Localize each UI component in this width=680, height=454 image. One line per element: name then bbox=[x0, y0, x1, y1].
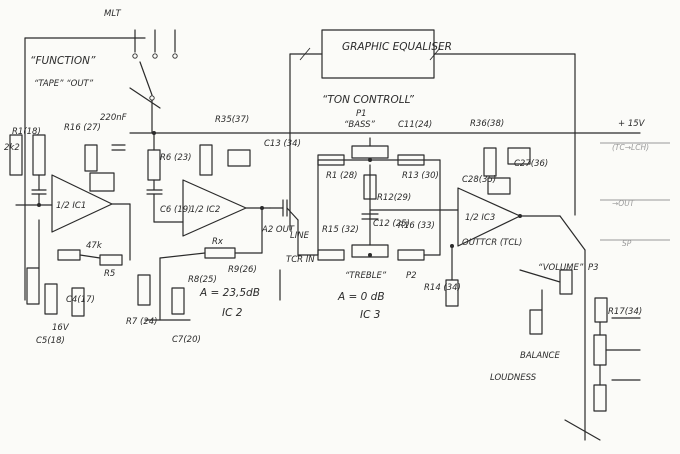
r7-label: R7 (24) bbox=[126, 317, 157, 327]
resistor-r5 bbox=[99, 254, 123, 266]
resistor-r1 bbox=[32, 134, 46, 176]
c5-label: C5(18) bbox=[36, 336, 65, 346]
resistor-left-low bbox=[26, 267, 40, 305]
r1-left-label: R1(18) bbox=[12, 127, 41, 137]
input-selector-switch[interactable] bbox=[132, 29, 178, 59]
p2-label: P2 bbox=[406, 271, 417, 281]
c13-label: C13 (34) bbox=[264, 139, 301, 149]
p3-label: P3 bbox=[588, 263, 599, 273]
ic2-opamp: 1/2 IC2 bbox=[182, 179, 247, 237]
c11-label: C11(24) bbox=[398, 120, 432, 130]
pot-balance[interactable] bbox=[593, 334, 607, 366]
ic2-gain-label: A = 23,5dB bbox=[199, 287, 260, 299]
cap-c11 bbox=[89, 172, 115, 192]
r14-label: R14 (34) bbox=[424, 283, 461, 293]
ic2-name-label: IC 2 bbox=[222, 307, 243, 319]
function-switch[interactable] bbox=[129, 61, 161, 134]
graphic-equaliser-block bbox=[321, 29, 435, 79]
r15-label: R15 (32) bbox=[322, 225, 359, 235]
resistor-6k8-top-right bbox=[397, 154, 425, 166]
r1-label: R1 (28) bbox=[326, 171, 357, 181]
resistor-6k8-bottom-right bbox=[397, 249, 425, 261]
balance-label: BALANCE bbox=[520, 351, 560, 361]
cap-c4 bbox=[71, 287, 85, 317]
pot-p3-volume[interactable] bbox=[559, 269, 573, 295]
graphic-equaliser-label: GRAPHIC EQUALISER bbox=[342, 41, 452, 53]
bass-label: “BASS” bbox=[344, 120, 376, 130]
resistor-r7 bbox=[137, 274, 151, 306]
resistor-r2 bbox=[9, 134, 23, 176]
resistor-rx bbox=[204, 247, 236, 259]
rx-label: Rx bbox=[212, 237, 224, 247]
resistor-r36 bbox=[483, 147, 497, 177]
cap-c27 bbox=[507, 147, 531, 165]
r17-label: R17(34) bbox=[608, 307, 642, 317]
r47k-label: 47k bbox=[86, 241, 103, 251]
resistor-47k bbox=[57, 249, 81, 261]
tcr-out-label: OUTTCR (TCL) bbox=[462, 238, 522, 248]
supply-voltage-label: + 15V bbox=[618, 119, 646, 129]
c28-label: C28(35) bbox=[462, 175, 496, 185]
r6-label: R6 (23) bbox=[160, 153, 191, 163]
volume-label: “VOLUME” bbox=[538, 263, 584, 273]
c4-label: C4(17) bbox=[66, 295, 95, 305]
input-level-label: MLT bbox=[104, 9, 121, 19]
cap-c7 bbox=[171, 287, 185, 315]
loudness-label: LOUDNESS bbox=[490, 373, 537, 383]
cap-220nf-label: 220nF bbox=[100, 113, 127, 123]
c6-label: C6 (19) bbox=[160, 205, 192, 215]
resistor-r35 bbox=[199, 144, 213, 176]
tcr-in-label: TCR IN bbox=[286, 255, 315, 265]
tone-control-network bbox=[297, 137, 459, 261]
cap-c21 bbox=[227, 149, 251, 167]
function-switch-label: “FUNCTION” bbox=[30, 55, 96, 67]
resistor-r16 bbox=[84, 144, 98, 172]
c27-label: C27(36) bbox=[514, 159, 548, 169]
resistor-47k-mid bbox=[363, 174, 377, 200]
c4-voltage-label: 16V bbox=[52, 323, 70, 333]
cap-c28 bbox=[487, 177, 511, 195]
p1-label: P1 bbox=[356, 109, 367, 119]
r16-label: R16 (27) bbox=[64, 123, 101, 133]
resistor-r17 bbox=[594, 297, 608, 323]
output-network bbox=[519, 249, 641, 441]
ic3-opamp: 1/2 IC3 bbox=[457, 187, 521, 247]
r36-label: R36(38) bbox=[470, 119, 504, 129]
r5-label: R5 bbox=[104, 269, 115, 279]
ic1-label: 1/2 IC1 bbox=[56, 201, 86, 211]
tape-out-label: “TAPE” “OUT” bbox=[34, 79, 94, 89]
right-note-c: SP bbox=[622, 239, 632, 248]
r8-label: R8(25) bbox=[188, 275, 217, 285]
resistor-loudness bbox=[529, 309, 543, 335]
right-note-a: (TC→LCH) bbox=[612, 143, 649, 152]
ic1-opamp: 1/2 IC1 bbox=[51, 174, 113, 233]
ic3-gain-label: A = 0 dB bbox=[337, 291, 385, 303]
r16b-label: R16 (33) bbox=[398, 221, 435, 231]
ic3-name-label: IC 3 bbox=[360, 309, 380, 321]
pot-p1-bass[interactable] bbox=[351, 145, 389, 159]
resistor-6k8-bottom-left bbox=[317, 249, 345, 261]
r35-label: R35(37) bbox=[215, 115, 249, 125]
r9-label: R9(26) bbox=[228, 265, 257, 275]
line-label: LINE bbox=[290, 231, 310, 241]
a2-out-label: A2 OUT bbox=[261, 225, 295, 235]
right-note-b: →OUT bbox=[612, 199, 636, 208]
tone-control-label: “TON CONTROLL” bbox=[322, 94, 415, 106]
r13-label: R13 (30) bbox=[402, 171, 439, 181]
treble-label: “TREBLE” bbox=[345, 271, 387, 281]
r2-left-label: 2k2 bbox=[4, 143, 20, 153]
ic3-label: 1/2 IC3 bbox=[465, 213, 495, 223]
r12-label: R12(29) bbox=[377, 193, 411, 203]
resistor-r6 bbox=[147, 149, 161, 181]
resistor-balance-low bbox=[593, 384, 607, 412]
c7-label: C7(20) bbox=[172, 335, 201, 345]
cap-c5 bbox=[44, 283, 58, 315]
ic2-label: 1/2 IC2 bbox=[190, 205, 220, 215]
c12-label: C12 (25) bbox=[373, 219, 410, 229]
